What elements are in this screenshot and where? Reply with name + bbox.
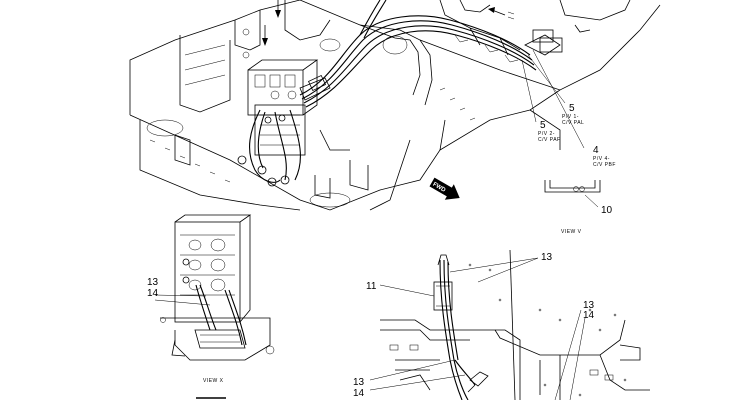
- note-5-lower-line1: P/V 2-: [538, 131, 555, 137]
- view-v-detail: 10 VIEW V: [544, 180, 613, 235]
- view-x-label: VIEW X: [203, 378, 224, 384]
- hose-bundle: [249, 0, 537, 183]
- callout-5-upper: 5: [569, 103, 575, 114]
- callout-10: 10: [601, 205, 613, 216]
- callout-4: 4: [593, 145, 599, 156]
- callout-13-view-x: 13: [147, 277, 159, 288]
- view-v-label: VIEW V: [561, 229, 582, 235]
- note-5-lower-line2: C/V PAF: [538, 137, 561, 143]
- callout-14-lower-left: 14: [353, 388, 365, 399]
- view-x-detail: 13 14 VIEW X: [147, 214, 275, 399]
- callout-14-right: 14: [583, 310, 595, 321]
- callout-11: 11: [366, 281, 377, 292]
- fwd-arrow: FWD: [429, 177, 460, 200]
- callout-13-lower-left: 13: [353, 377, 365, 388]
- callout-13-right: 13: [583, 300, 595, 311]
- note-5-upper-line2: C/V PAL: [562, 120, 584, 126]
- control-valve-block: [247, 59, 319, 156]
- note-4-line1: P/V 4-: [593, 156, 610, 162]
- main-assembly-view: [129, 0, 661, 211]
- callout-14-view-x: 14: [147, 288, 159, 299]
- callout-leaders-top: [521, 49, 585, 149]
- callout-13-upper-right: 13: [541, 252, 553, 263]
- note-5-upper-line1: P/V 1-: [562, 114, 579, 120]
- callout-5-lower: 5: [540, 120, 546, 131]
- note-4-line2: C/V PBF: [593, 162, 616, 168]
- bottom-right-detail: 11 13 13 14 13 14: [353, 249, 650, 400]
